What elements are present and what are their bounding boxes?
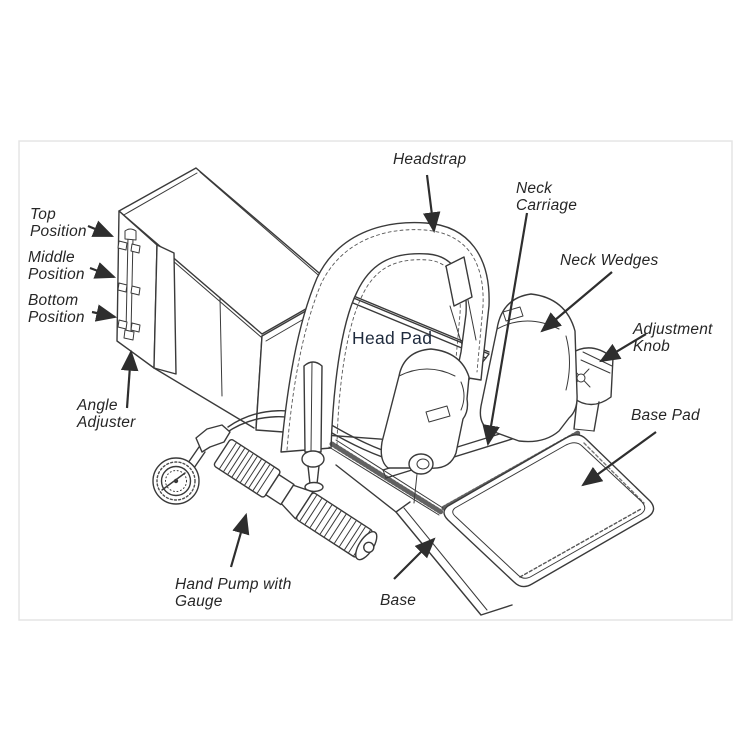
hand-pump-drawing	[152, 439, 434, 561]
headstrap-drawing	[280, 221, 490, 453]
label-base: Base	[380, 592, 417, 609]
scan-border	[18, 140, 733, 621]
label-neck-wedges: Neck Wedges	[560, 252, 659, 269]
strap-post-drawing	[301, 361, 325, 493]
angle-adjuster-slider-drawing	[117, 228, 141, 341]
label-headstrap: Headstrap	[393, 151, 467, 168]
label-head-pad: Head Pad	[352, 328, 433, 348]
label-base-pad: Base Pad	[631, 407, 700, 424]
callout-arrows	[87, 174, 657, 580]
